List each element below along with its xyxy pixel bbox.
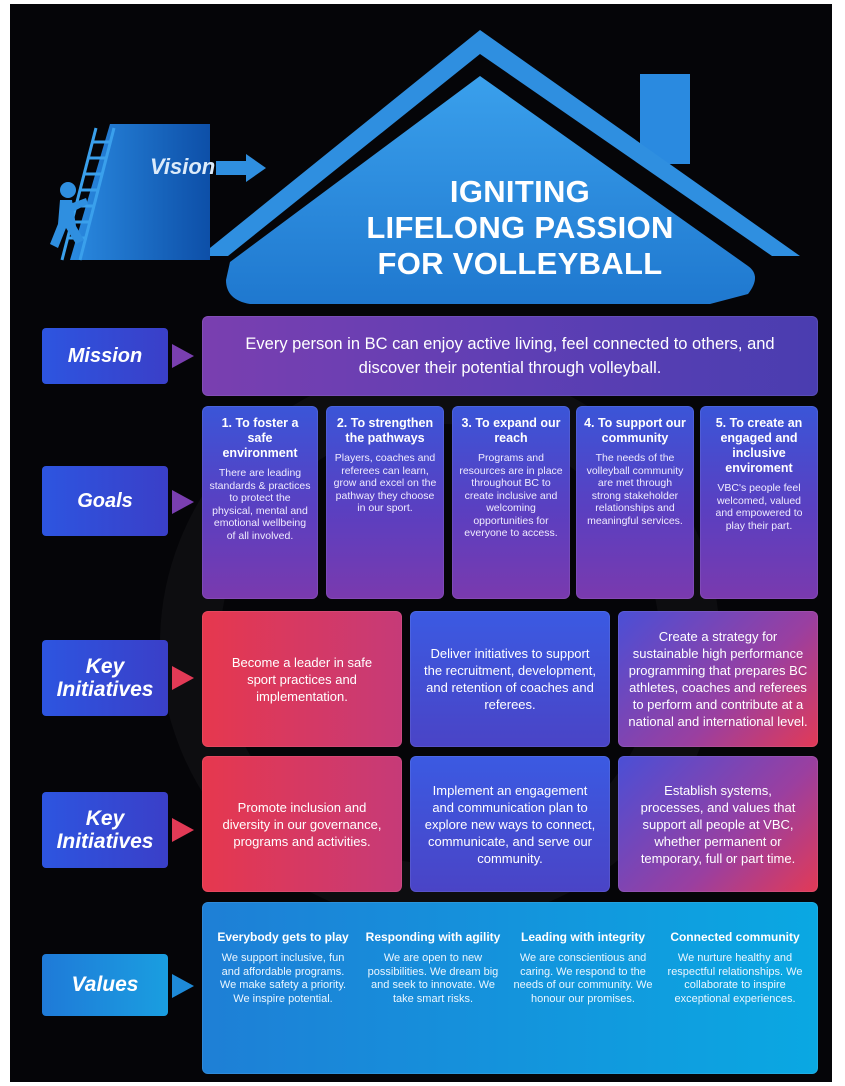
vision-arrow	[216, 154, 266, 182]
values-label: Values	[42, 954, 168, 1016]
goal-card-5: 5. To create an engaged and inclusive en…	[700, 406, 818, 599]
values-arrow-icon	[172, 974, 194, 998]
label-line-2: Initiatives	[56, 678, 154, 701]
value-description: We are open to new possibilities. We dre…	[367, 952, 499, 1005]
headline-line-2: LIFELONG PASSION	[366, 210, 674, 245]
values-panel: Everybody gets to play We support inclus…	[202, 902, 818, 1074]
house-roof-graphic	[50, 30, 800, 304]
headline-line-3: FOR VOLLEYBALL	[377, 246, 663, 281]
label-line-1: Key	[85, 655, 125, 678]
goal-title: 3. To expand our reach	[461, 416, 561, 445]
goals-arrow-icon	[172, 490, 194, 514]
goal-title: 2. To strengthen the pathways	[336, 416, 434, 445]
label-line-1: Key	[85, 807, 125, 830]
goal-card-1: 1. To foster a safe environment There ar…	[202, 406, 318, 599]
key-initiatives-arrow-icon-2	[172, 818, 194, 842]
value-description: We nurture healthy and respectful relati…	[667, 952, 803, 1005]
mission-label-text: Mission	[67, 344, 143, 367]
goal-description: The needs of the volleyball community ar…	[586, 452, 684, 527]
goal-title: 5. To create an engaged and inclusive en…	[715, 416, 803, 475]
initiative-card: Implement an engagement and communicatio…	[410, 756, 610, 892]
value-column-2: Responding with agility We are open to n…	[362, 930, 504, 1006]
vision-headline: IGNITING LIFELONG PASSION FOR VOLLEYBALL	[300, 174, 740, 282]
goal-description: There are leading standards & practices …	[209, 467, 311, 542]
infographic: Vision IGNITING LIFELONG PASSION FOR VOL…	[10, 4, 832, 1082]
label-line-2: Initiatives	[56, 830, 154, 853]
climbing-person-icon	[50, 182, 88, 248]
value-title: Leading with integrity	[520, 930, 645, 944]
mission-statement: Every person in BC can enjoy active livi…	[202, 316, 818, 396]
goal-card-2: 2. To strengthen the pathways Players, c…	[326, 406, 444, 599]
goal-description: VBC's people feel welcomed, valued and e…	[715, 482, 803, 532]
value-column-3: Leading with integrity We are conscienti…	[512, 930, 654, 1006]
value-description: We are conscientious and caring. We resp…	[513, 952, 653, 1005]
goal-card-3: 3. To expand our reach Programs and reso…	[452, 406, 570, 599]
key-initiatives-label-2: Key Initiatives	[42, 792, 168, 868]
key-initiatives-arrow-icon-1	[172, 666, 194, 690]
initiative-card: Deliver initiatives to support the recru…	[410, 611, 610, 747]
mission-arrow-icon	[172, 344, 194, 368]
headline-line-1: IGNITING	[449, 174, 591, 209]
values-label-text: Values	[71, 973, 139, 996]
value-column-4: Connected community We nurture healthy a…	[664, 930, 806, 1006]
initiative-card: Establish systems, processes, and values…	[618, 756, 818, 892]
initiative-card: Become a leader in safe sport practices …	[202, 611, 402, 747]
key-initiatives-label-1: Key Initiatives	[42, 640, 168, 716]
value-description: We support inclusive, fun and affordable…	[219, 952, 347, 1005]
roof-outline	[200, 30, 800, 256]
goals-label: Goals	[42, 466, 168, 536]
goal-title: 4. To support our community	[584, 416, 686, 445]
goals-label-text: Goals	[77, 489, 133, 512]
value-title: Responding with agility	[365, 930, 501, 944]
initiative-card: Create a strategy for sustainable high p…	[618, 611, 818, 747]
initiative-card: Promote inclusion and diversity in our g…	[202, 756, 402, 892]
value-title: Connected community	[670, 930, 800, 944]
vision-label: Vision	[150, 154, 216, 179]
house-body	[226, 76, 755, 304]
value-column-1: Everybody gets to play We support inclus…	[212, 930, 354, 1006]
goal-description: Players, coaches and referees can learn,…	[333, 452, 437, 514]
goal-description: Programs and resources are in place thro…	[459, 452, 563, 539]
goal-card-4: 4. To support our community The needs of…	[576, 406, 694, 599]
mission-label: Mission	[42, 328, 168, 384]
goal-title: 1. To foster a safe environment	[221, 416, 299, 460]
value-title: Everybody gets to play	[217, 930, 349, 944]
